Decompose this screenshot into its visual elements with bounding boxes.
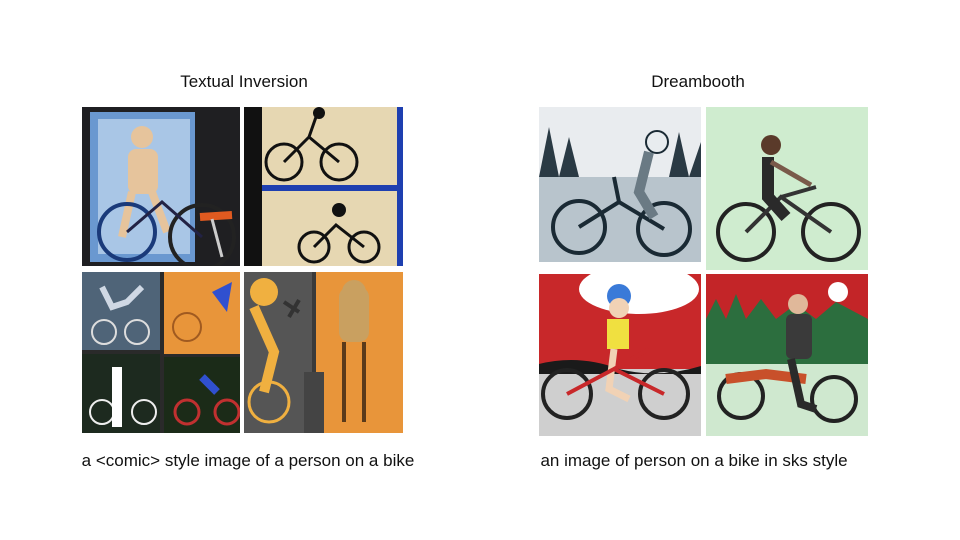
left-panel-title: Textual Inversion bbox=[180, 72, 308, 91]
ti-image-4-illustration bbox=[244, 272, 403, 433]
ti-image-4 bbox=[244, 272, 403, 433]
ti-image-1 bbox=[82, 107, 240, 266]
right-panel-title: Dreambooth bbox=[651, 72, 745, 91]
db-image-1 bbox=[539, 107, 701, 270]
db-image-1-illustration bbox=[539, 107, 701, 270]
db-image-2-illustration bbox=[716, 135, 861, 262]
left-image-grid bbox=[82, 107, 403, 433]
ti-image-3 bbox=[82, 272, 240, 433]
db-image-4-illustration bbox=[706, 282, 868, 436]
db-image-2 bbox=[706, 107, 868, 270]
right-panel-caption: an image of person on a bike in sks styl… bbox=[540, 451, 848, 470]
db-image-4 bbox=[706, 274, 868, 436]
ti-image-2 bbox=[244, 107, 403, 266]
db-image-3-illustration bbox=[539, 274, 701, 436]
ti-image-1-illustration bbox=[90, 112, 236, 266]
left-panel-caption: a <comic> style image of a person on a b… bbox=[81, 451, 415, 470]
ti-image-2-illustration bbox=[244, 107, 397, 266]
db-image-3 bbox=[539, 274, 701, 436]
ti-image-3-illustration bbox=[82, 272, 240, 433]
right-image-grid bbox=[539, 107, 868, 436]
